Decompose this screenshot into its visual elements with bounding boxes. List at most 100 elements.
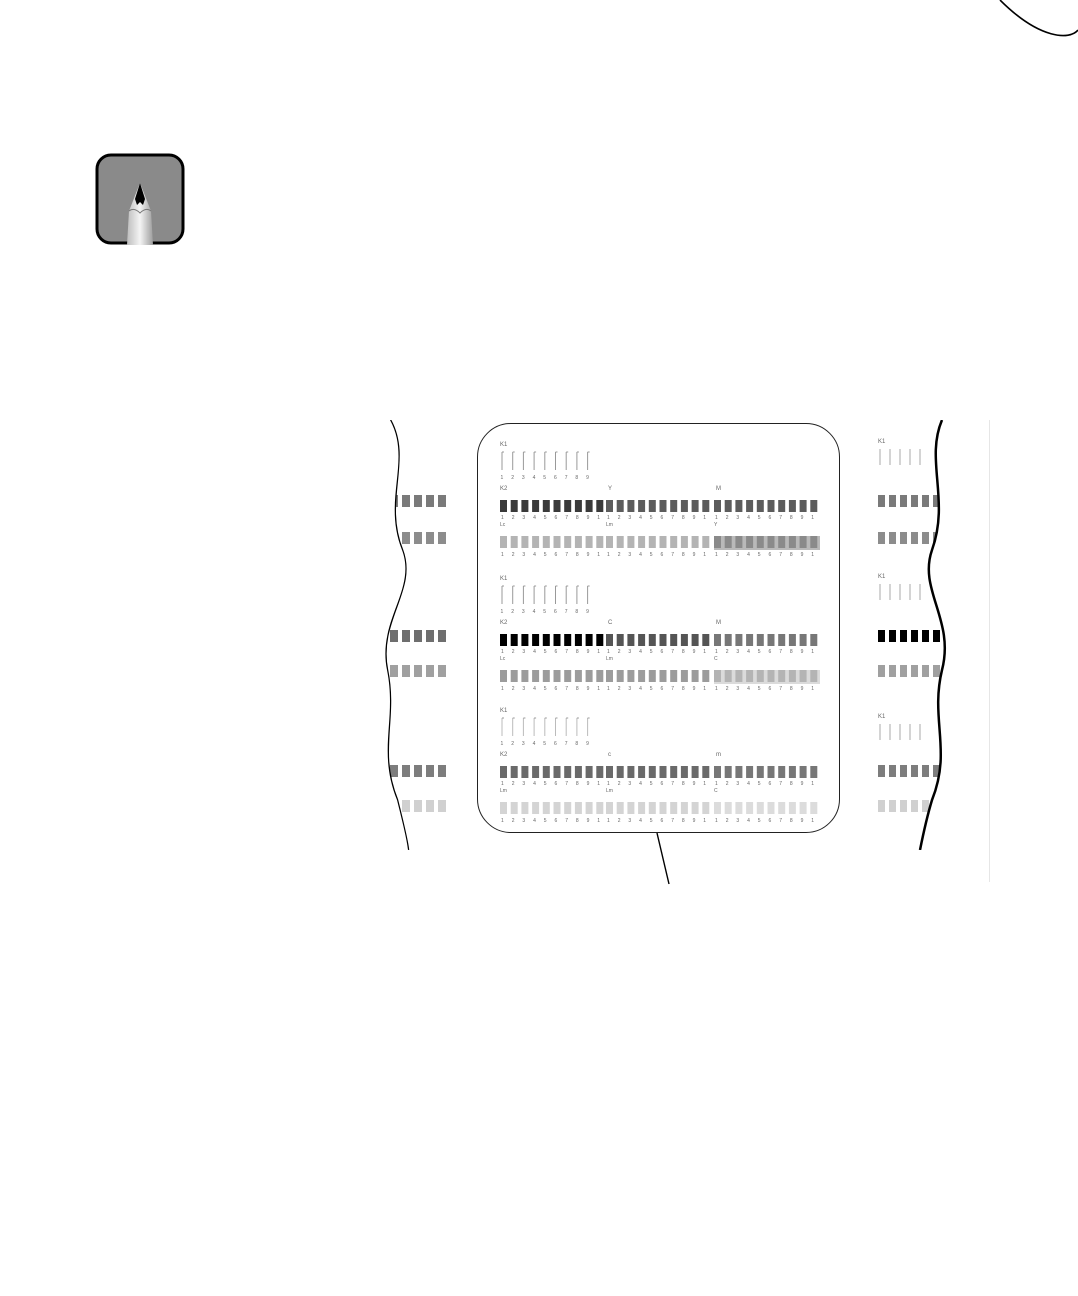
pattern-block <box>553 500 561 512</box>
pattern-block <box>788 500 796 512</box>
pattern-block <box>638 670 646 682</box>
nozzle-digit: 7 <box>779 781 782 787</box>
pattern-label: K1 <box>500 576 508 582</box>
nozzle-digit: 1 <box>811 552 814 558</box>
pattern-block <box>606 766 613 778</box>
nozzle-digit: 7 <box>565 741 568 747</box>
nozzle-digit: 7 <box>565 781 568 787</box>
pattern-block <box>810 634 818 646</box>
pattern-block <box>564 670 572 682</box>
pattern-block <box>648 536 656 548</box>
nozzle-digit: 5 <box>543 475 546 481</box>
fragment-block <box>878 765 885 777</box>
nozzle-digit: 9 <box>693 515 696 521</box>
pattern-block <box>532 802 540 814</box>
pattern-block <box>585 500 593 512</box>
nozzle-digit: 4 <box>747 515 750 521</box>
nozzle-digit: 2 <box>512 781 515 787</box>
pattern-block <box>574 766 582 778</box>
nozzle-digit: 5 <box>544 686 547 692</box>
pattern-block <box>553 634 561 646</box>
pattern-block <box>627 670 635 682</box>
fragment-block <box>438 665 446 677</box>
nozzle-digit: 1 <box>501 741 504 747</box>
nozzle-digit: 4 <box>639 649 642 655</box>
nozzle-digit: 3 <box>628 552 631 558</box>
fragment-block <box>878 800 885 812</box>
pattern-block <box>521 766 529 778</box>
nozzle-digit: 2 <box>512 649 515 655</box>
nozzle-digit: 5 <box>544 552 547 558</box>
nozzle-digit: 3 <box>522 686 525 692</box>
pattern-block <box>616 634 624 646</box>
pattern-block <box>691 500 699 512</box>
nozzle-digit: 7 <box>779 515 782 521</box>
pattern-label: C <box>608 620 613 626</box>
pattern-block <box>799 802 807 814</box>
nozzle-digit: 5 <box>543 609 546 615</box>
pattern-block <box>670 536 678 548</box>
pattern-block <box>532 536 540 548</box>
pattern-block <box>778 634 786 646</box>
nozzle-digit: 8 <box>790 649 793 655</box>
pattern-block <box>724 766 732 778</box>
pattern-block <box>596 802 604 814</box>
nozzle-digit: 1 <box>597 686 600 692</box>
nozzle-digit: 6 <box>555 818 558 824</box>
nozzle-digit: 7 <box>565 818 568 824</box>
pattern-block <box>627 500 635 512</box>
nozzle-digit: 3 <box>736 818 739 824</box>
nozzle-digit: 5 <box>758 649 761 655</box>
nozzle-digit: 3 <box>522 515 525 521</box>
pattern-block <box>680 766 688 778</box>
pattern-block <box>702 500 710 512</box>
nozzle-digit: 1 <box>597 781 600 787</box>
nozzle-digit: 2 <box>512 552 515 558</box>
nozzle-digit: 9 <box>587 818 590 824</box>
nozzle-digit: 5 <box>544 515 547 521</box>
nozzle-digit: 2 <box>618 818 621 824</box>
pattern-sublabel: Y <box>714 522 718 528</box>
fragment-block <box>922 665 929 677</box>
pattern-block <box>691 536 699 548</box>
nozzle-digit: 7 <box>779 686 782 692</box>
pattern-block <box>648 802 656 814</box>
fragment-block <box>414 532 422 544</box>
nozzle-digit: 7 <box>779 552 782 558</box>
pattern-block <box>510 634 518 646</box>
nozzle-digit: 5 <box>650 781 653 787</box>
nozzle-digit: 8 <box>576 686 579 692</box>
nozzle-digit: 1 <box>811 649 814 655</box>
pattern-block <box>778 802 786 814</box>
nozzle-digit: 1 <box>597 818 600 824</box>
pencil-note-icon <box>95 153 185 245</box>
nozzle-digit: 8 <box>682 818 685 824</box>
nozzle-digit: 9 <box>801 515 804 521</box>
pattern-block <box>670 766 678 778</box>
nozzle-digit: 1 <box>501 818 504 824</box>
nozzle-digit: 3 <box>736 781 739 787</box>
fragment-block <box>911 800 918 812</box>
nozzle-digit: 8 <box>576 649 579 655</box>
nozzle-digit: 9 <box>801 781 804 787</box>
fragment-block <box>438 495 446 507</box>
pattern-block <box>596 536 604 548</box>
nozzle-digit: 9 <box>587 686 590 692</box>
pattern-block <box>542 536 550 548</box>
nozzle-digit: 5 <box>650 686 653 692</box>
pattern-sublabel: Lm <box>500 788 507 794</box>
fragment-block <box>438 630 446 642</box>
fragment-block <box>889 532 896 544</box>
nozzle-digit: 1 <box>703 818 706 824</box>
fragment-block <box>402 630 410 642</box>
nozzle-digit: 3 <box>522 475 525 481</box>
pattern-block <box>585 766 593 778</box>
nozzle-digit: 8 <box>575 609 578 615</box>
pattern-block <box>542 500 550 512</box>
nozzle-digit: 8 <box>576 552 579 558</box>
nozzle-digit: 2 <box>618 515 621 521</box>
nozzle-digit: 6 <box>555 781 558 787</box>
nozzle-digit: 1 <box>715 515 718 521</box>
